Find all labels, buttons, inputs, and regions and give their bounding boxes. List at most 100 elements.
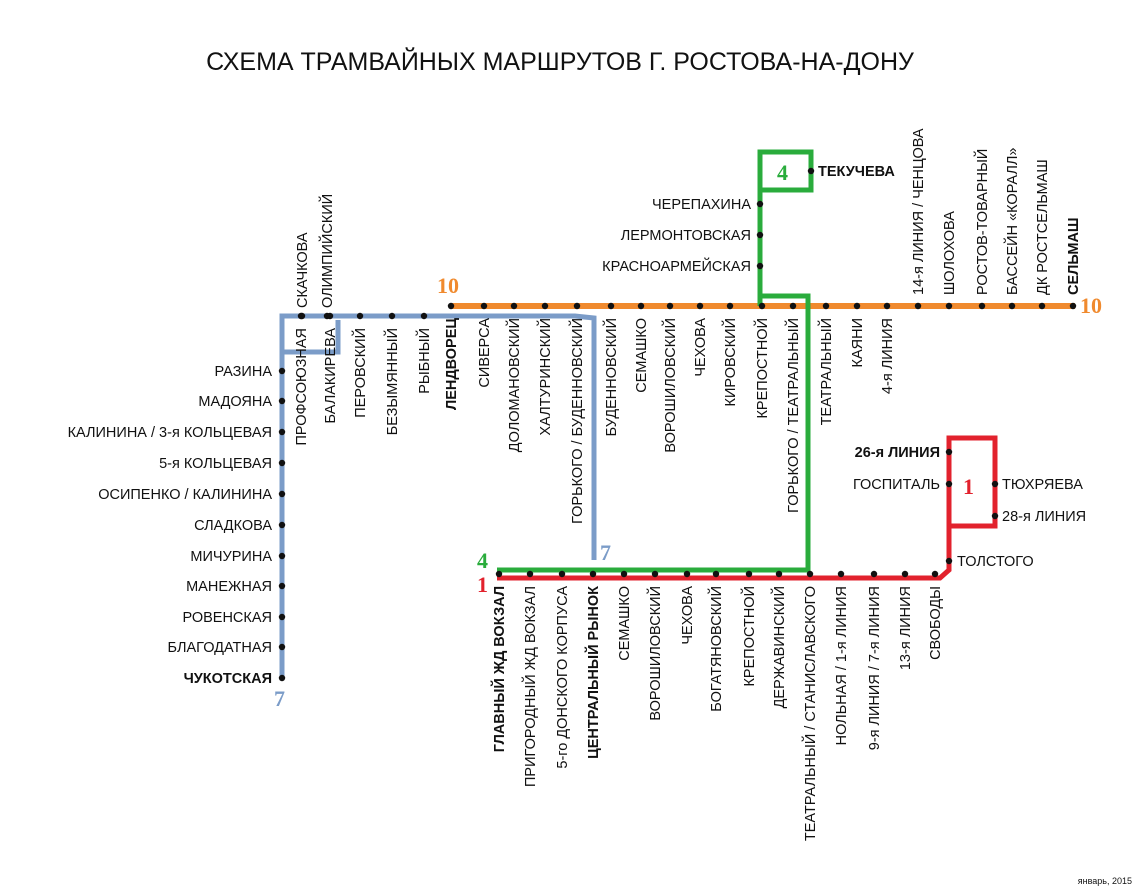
station-label: 5-го ДОНСКОГО КОРПУСА bbox=[555, 586, 571, 769]
station-dot bbox=[278, 490, 286, 498]
station-label: ЧУКОТСКАЯ bbox=[184, 671, 272, 687]
station-dot bbox=[1038, 302, 1046, 310]
station-label: СЛАДКОВА bbox=[194, 518, 272, 534]
route-1-label-loop: 1 bbox=[963, 474, 974, 499]
station-label: ДК РОСТСЕЛЬМАШ bbox=[1035, 159, 1051, 295]
station-label: НОЛЬНАЯ / 1-я ЛИНИЯ bbox=[834, 586, 850, 745]
station-label: БАССЕЙН «КОРАЛЛ» bbox=[1003, 148, 1021, 296]
station-label: ОСИПЕНКО / КАЛИНИНА bbox=[98, 487, 272, 503]
station-dot bbox=[510, 302, 518, 310]
station-label: ЛЕРМОНТОВСКАЯ bbox=[621, 228, 751, 244]
station-dot bbox=[666, 302, 674, 310]
station-dot bbox=[745, 570, 753, 578]
station-dot bbox=[712, 570, 720, 578]
station-dot bbox=[526, 570, 534, 578]
map-title: СХЕМА ТРАМВАЙНЫХ МАРШРУТОВ Г. РОСТОВА-НА… bbox=[206, 46, 914, 76]
station-dot bbox=[278, 674, 286, 682]
station-dot bbox=[883, 302, 891, 310]
station-label: ШОЛОХОВА bbox=[942, 211, 958, 295]
station-dot bbox=[931, 570, 939, 578]
station-dot bbox=[726, 302, 734, 310]
route-4-label-top: 4 bbox=[777, 160, 788, 185]
station-dot bbox=[297, 312, 305, 320]
station-label: ПЕРОВСКИЙ bbox=[351, 328, 369, 418]
station-dot bbox=[1008, 302, 1016, 310]
station-dot bbox=[278, 397, 286, 405]
station-label: ТЕКУЧЕВА bbox=[818, 164, 895, 180]
station-dot bbox=[901, 570, 909, 578]
station-dot bbox=[637, 302, 645, 310]
station-label: 5-я КОЛЬЦЕВАЯ bbox=[159, 456, 272, 472]
station-label: 9-я ЛИНИЯ / 7-я ЛИНИЯ bbox=[867, 586, 883, 750]
station-label: СЕМАШКО bbox=[634, 318, 650, 393]
station-label: ВОРОШИЛОВСКИЙ bbox=[646, 586, 664, 721]
station-label: ВОРОШИЛОВСКИЙ bbox=[661, 318, 679, 453]
station-label: ЦЕНТРАЛЬНЫЙ РЫНОК bbox=[584, 586, 602, 759]
station-label: ХАЛТУРИНСКИЙ bbox=[536, 318, 554, 436]
station-label: 14-я ЛИНИЯ / ЧЕНЦОВА bbox=[911, 128, 927, 295]
route-1-label-bottom: 1 bbox=[477, 572, 488, 597]
station-dot bbox=[620, 570, 628, 578]
station-label: 26-я ЛИНИЯ bbox=[855, 445, 940, 461]
station-label: КАЛИНИНА / 3-я КОЛЬЦЕВАЯ bbox=[68, 425, 272, 441]
station-dot bbox=[914, 302, 922, 310]
station-dot bbox=[356, 312, 364, 320]
station-dot bbox=[991, 512, 999, 520]
station-label: РЫБНЫЙ bbox=[415, 328, 433, 394]
station-label: МИЧУРИНА bbox=[190, 549, 272, 565]
station-label: ЧЕХОВА bbox=[693, 318, 709, 377]
station-label: ДЕРЖАВИНСКИЙ bbox=[770, 586, 788, 708]
station-dot bbox=[651, 570, 659, 578]
station-dot bbox=[480, 302, 488, 310]
station-label: ДОЛОМАНОВСКИЙ bbox=[505, 318, 523, 452]
station-dot bbox=[870, 570, 878, 578]
station-dot bbox=[278, 367, 286, 375]
station-label: ТЕАТРАЛЬНЫЙ bbox=[817, 318, 835, 425]
station-label: СЕЛЬМАШ bbox=[1066, 218, 1082, 296]
station-dot bbox=[607, 302, 615, 310]
station-label: КРЕПОСТНОЙ bbox=[740, 586, 758, 687]
station-label: ГЛАВНЫЙ ЖД ВОКЗАЛ bbox=[490, 586, 508, 752]
station-label: БУДЕННОВСКИЙ bbox=[602, 318, 620, 436]
station-dot bbox=[388, 312, 396, 320]
route-1-line bbox=[497, 435, 998, 581]
station-label: МАНЕЖНАЯ bbox=[186, 579, 272, 595]
station-label: ЧЕРЕПАХИНА bbox=[652, 197, 751, 213]
station-dot bbox=[420, 312, 428, 320]
station-label: 13-я ЛИНИЯ bbox=[898, 586, 914, 670]
station-label: БЕЗЫМЯННЫЙ bbox=[383, 328, 401, 435]
station-dot bbox=[278, 643, 286, 651]
station-label: ПРОФСОЮЗНАЯ bbox=[294, 328, 310, 446]
route-7-label-mid: 7 bbox=[600, 540, 611, 565]
station-dot bbox=[806, 570, 814, 578]
station-label: ТОЛСТОГО bbox=[957, 554, 1034, 570]
station-label: СКАЧКОВА bbox=[295, 232, 311, 308]
station-label: РОСТОВ-ТОВАРНЫЙ bbox=[973, 149, 991, 295]
station-label: СИВЕРСА bbox=[477, 318, 493, 388]
station-label: КРЕПОСТНОЙ bbox=[753, 318, 771, 419]
station-label: ТЮХРЯЕВА bbox=[1002, 477, 1083, 493]
station-dot bbox=[589, 570, 597, 578]
station-dot bbox=[683, 570, 691, 578]
station-label: БЛАГОДАТНАЯ bbox=[167, 640, 272, 656]
route-4-label-bottom: 4 bbox=[477, 548, 488, 573]
station-dot bbox=[573, 302, 581, 310]
station-label: 4-я ЛИНИЯ bbox=[880, 318, 896, 394]
station-label: БОГАТЯНОВСКИЙ bbox=[707, 586, 725, 712]
station-dot bbox=[756, 200, 764, 208]
station-label: ГОСПИТАЛЬ bbox=[853, 477, 940, 493]
station-label: КИРОВСКИЙ bbox=[721, 318, 739, 406]
footnote-date: январь, 2015 bbox=[1078, 876, 1132, 886]
station-dot bbox=[696, 302, 704, 310]
station-label: ОЛИМПИЙСКИЙ bbox=[318, 194, 336, 308]
station-label: ЧЕХОВА bbox=[680, 586, 696, 645]
station-label: БАЛАКИРЕВА bbox=[323, 328, 339, 424]
station-dot bbox=[758, 302, 766, 310]
route-10-label-west: 10 bbox=[437, 273, 459, 298]
station-label: РОВЕНСКАЯ bbox=[182, 610, 272, 626]
station-label: ПРИГОРОДНЫЙ ЖД ВОКЗАЛ bbox=[521, 586, 539, 787]
route-10-label-east: 10 bbox=[1080, 293, 1102, 318]
station-dot bbox=[541, 302, 549, 310]
station-label: КРАСНОАРМЕЙСКАЯ bbox=[602, 257, 751, 275]
